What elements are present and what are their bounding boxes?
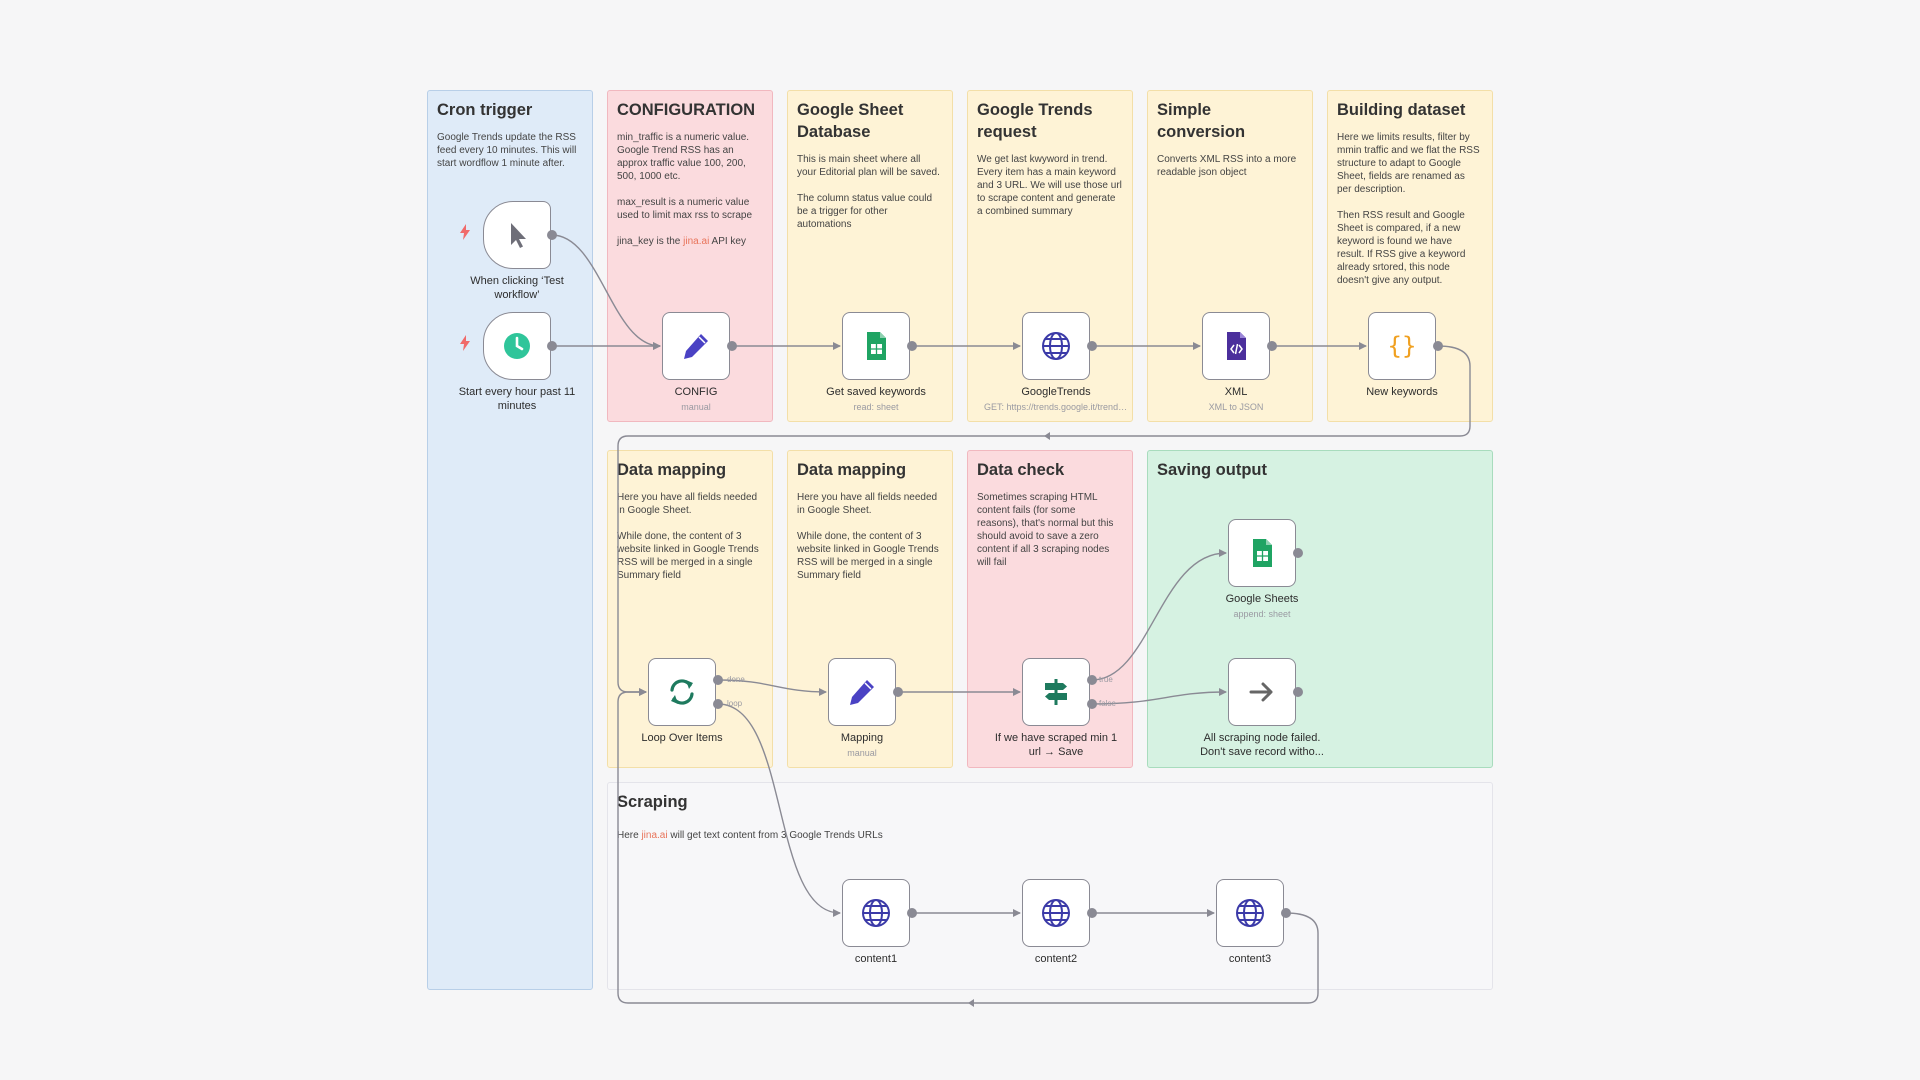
sticky-title: Data mapping bbox=[797, 461, 907, 479]
node-label: Loop Over Items bbox=[641, 732, 723, 744]
node-new-keywords[interactable]: {} bbox=[1368, 312, 1436, 380]
globe-icon bbox=[1042, 332, 1070, 360]
node-subtitle: read: sheet bbox=[853, 402, 899, 412]
node-manual-trigger[interactable] bbox=[483, 201, 551, 269]
node-content3[interactable] bbox=[1216, 879, 1284, 947]
edge-content3-loop[interactable] bbox=[617, 688, 1319, 1004]
node-subtitle: XML to JSON bbox=[1208, 402, 1264, 412]
sticky-title: Data check bbox=[977, 461, 1065, 479]
node-content1[interactable] bbox=[842, 879, 910, 947]
google-sheets-icon bbox=[867, 332, 886, 360]
sticky-description: Converts XML RSS into a more readable js… bbox=[1157, 154, 1297, 178]
sticky-description: Here you have all fields needed in Googl… bbox=[617, 492, 759, 581]
node-subtitle: append: sheet bbox=[1233, 609, 1291, 619]
node-label: content3 bbox=[1228, 953, 1272, 965]
edge-manual-config[interactable] bbox=[551, 234, 661, 350]
node-label: New keywords bbox=[1366, 386, 1438, 398]
node-label: When clicking ‘Test workflow’ bbox=[470, 275, 564, 301]
node-no-op[interactable] bbox=[1228, 658, 1296, 726]
sticky-description: This is main sheet where all your Editor… bbox=[797, 154, 940, 230]
cursor-icon bbox=[511, 223, 526, 248]
arrow-right-icon bbox=[1249, 682, 1273, 702]
node-label: If we have scraped min 1 url → Save bbox=[994, 732, 1118, 758]
sticky-description: Google Trends update the RSS feed every … bbox=[437, 132, 577, 169]
sticky-building-dataset[interactable]: Building dataset Here we limits results,… bbox=[1327, 90, 1493, 422]
node-mapping[interactable] bbox=[828, 658, 896, 726]
sticky-description: Here jina.ai will get text content from … bbox=[617, 830, 883, 841]
sticky-data-mapping-1[interactable]: Data mapping Here you have all fields ne… bbox=[607, 450, 773, 768]
node-label: Mapping bbox=[840, 732, 884, 744]
return-arrow-bottom bbox=[968, 999, 974, 1007]
globe-icon bbox=[862, 899, 890, 927]
svg-text:{}: {} bbox=[1388, 332, 1417, 360]
output-label-false: false bbox=[1099, 699, 1116, 708]
edge-newkw-loop[interactable] bbox=[617, 345, 1471, 696]
node-schedule-trigger[interactable] bbox=[483, 312, 551, 380]
sticky-title: Scraping bbox=[617, 793, 688, 811]
edge-if-false-noop[interactable] bbox=[1091, 688, 1227, 705]
output-label-done: done bbox=[727, 675, 745, 684]
sticky-data-check[interactable]: Data check Sometimes scraping HTML conte… bbox=[967, 450, 1133, 768]
sticky-title: Google Trends request bbox=[977, 101, 1093, 141]
sticky-description: Here we limits results, filter by mmin t… bbox=[1337, 132, 1480, 286]
node-xml[interactable] bbox=[1202, 312, 1270, 380]
sticky-title: Building dataset bbox=[1337, 101, 1466, 119]
node-label: All scraping node failed. Don't save rec… bbox=[1200, 732, 1324, 758]
node-google-trends[interactable] bbox=[1022, 312, 1090, 380]
sticky-description: Here you have all fields needed in Googl… bbox=[797, 492, 939, 581]
node-subtitle: GET: https://trends.google.it/trends/tre… bbox=[984, 402, 1128, 412]
edge-loop-done-mapping[interactable] bbox=[717, 679, 827, 696]
node-label: GoogleTrends bbox=[1021, 386, 1091, 398]
node-subtitle: manual bbox=[681, 402, 711, 412]
node-label: content2 bbox=[1034, 953, 1078, 965]
globe-icon bbox=[1042, 899, 1070, 927]
return-arrow-top bbox=[1044, 432, 1050, 440]
sticky-title: Cron trigger bbox=[437, 101, 533, 119]
sticky-title: Simple conversion bbox=[1157, 101, 1246, 141]
pencil-icon bbox=[684, 334, 708, 359]
globe-icon bbox=[1236, 899, 1264, 927]
sticky-description: We get last kwyword in trend. Every item… bbox=[977, 154, 1122, 217]
code-braces-icon: {} bbox=[1388, 332, 1417, 360]
node-if-scraped[interactable] bbox=[1022, 658, 1090, 726]
sticky-description: Sometimes scraping HTML content fails (f… bbox=[977, 492, 1114, 568]
jina-link[interactable]: jina.ai bbox=[683, 236, 710, 247]
node-label: Google Sheets bbox=[1225, 593, 1299, 605]
signpost-icon bbox=[1045, 679, 1067, 705]
node-config[interactable] bbox=[662, 312, 730, 380]
node-subtitle: manual bbox=[847, 748, 877, 758]
output-label-loop: loop bbox=[727, 699, 743, 708]
jina-link[interactable]: jina.ai bbox=[641, 830, 668, 841]
sticky-title: CONFIGURATION bbox=[617, 101, 756, 119]
xml-file-icon bbox=[1227, 332, 1246, 360]
output-label-true: true bbox=[1099, 675, 1113, 684]
sticky-saving-output[interactable]: Saving output bbox=[1147, 450, 1493, 768]
node-label: content1 bbox=[854, 953, 898, 965]
loop-arrows-icon bbox=[670, 679, 694, 705]
clock-icon bbox=[504, 333, 530, 359]
node-label: XML bbox=[1224, 386, 1248, 398]
trigger-bolt-icon bbox=[459, 224, 471, 244]
node-label: Get saved keywords bbox=[826, 386, 926, 398]
node-content2[interactable] bbox=[1022, 879, 1090, 947]
edge-loop-content1[interactable] bbox=[717, 703, 841, 917]
node-google-sheets-append[interactable] bbox=[1228, 519, 1296, 587]
google-sheets-icon bbox=[1253, 539, 1272, 567]
pencil-icon bbox=[850, 680, 874, 705]
sticky-description: min_traffic is a numeric value. Google T… bbox=[617, 132, 753, 247]
node-label: CONFIG bbox=[674, 386, 718, 398]
sticky-title: Data mapping bbox=[617, 461, 727, 479]
trigger-bolt-icon bbox=[459, 335, 471, 355]
sticky-title: Saving output bbox=[1157, 461, 1267, 479]
sticky-title: Google Sheet Database bbox=[797, 101, 904, 141]
node-loop-over-items[interactable] bbox=[648, 658, 716, 726]
node-label: Start every hour past 11 minutes bbox=[458, 386, 576, 412]
edge-if-true-gsheets[interactable] bbox=[1091, 549, 1227, 681]
node-get-saved-keywords[interactable] bbox=[842, 312, 910, 380]
